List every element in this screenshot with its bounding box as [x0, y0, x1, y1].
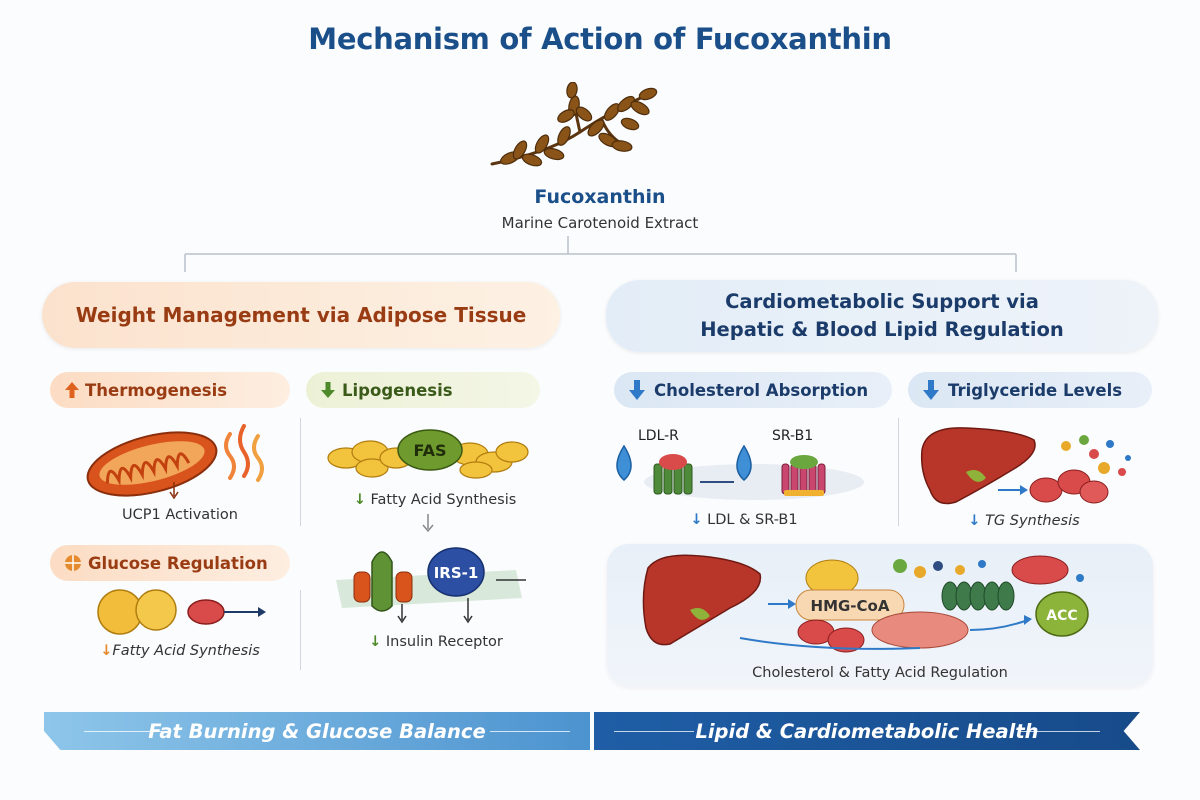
arrow-down-icon: [923, 380, 939, 400]
ldl-r-label: LDL-R: [638, 428, 679, 444]
glucose-caption: ↓Fatty Acid Synthesis: [100, 643, 260, 659]
glucose-icon: [65, 555, 81, 571]
flow-arrow-icon: [422, 514, 434, 533]
banner-rule: [84, 731, 164, 732]
banner-rule: [614, 731, 694, 732]
regulation-caption: Cholesterol & Fatty Acid Regulation: [752, 665, 1008, 681]
hmg-coa-label: HMG-CoA: [811, 597, 890, 615]
insulin-receptor-icon: IRS-1: [336, 547, 526, 624]
lipogenesis-pill: Lipogenesis: [306, 372, 540, 408]
cholesterol-absorption-pill: Cholesterol Absorption: [614, 372, 892, 408]
liver-tg-icon: [920, 427, 1131, 505]
seaweed-icon: [490, 82, 658, 167]
cardiometabolic-header-line2: Hepatic & Blood Lipid Regulation: [700, 318, 1064, 341]
tg-caption: ↓ TG Synthesis: [968, 513, 1080, 529]
lipid-health-banner: Lipid & Cardiometabolic Health: [594, 712, 1140, 750]
weight-management-header: Weight Management via Adipose Tissue: [42, 282, 560, 348]
connector-lines: [184, 236, 1017, 272]
arrow-up-icon: [65, 382, 79, 398]
adipocyte-icon: [97, 589, 266, 635]
cardiometabolic-header-line1: Cardiometabolic Support via: [725, 289, 1039, 313]
insulin-receptor-caption: ↓ Insulin Receptor: [369, 634, 503, 650]
source-subtitle: Marine Carotenoid Extract: [501, 214, 699, 232]
mitochondria-icon: [86, 424, 264, 500]
triglyceride-levels-pill: Triglyceride Levels: [908, 372, 1152, 408]
page-title: Mechanism of Action of Fucoxanthin: [308, 22, 892, 56]
divider: [898, 418, 899, 526]
irs1-label: IRS-1: [434, 564, 479, 582]
source-name: Fucoxanthin: [534, 186, 666, 208]
fat-burning-banner: Fat Burning & Glucose Balance: [44, 712, 590, 750]
acc-label: ACC: [1046, 608, 1077, 624]
lipid-regulation-icon: HMG-CoA ACC: [642, 554, 1089, 653]
banner-rule: [490, 731, 570, 732]
fas-enzyme-icon: FAS: [327, 429, 529, 479]
fas-label: FAS: [414, 441, 447, 460]
ucp1-caption: UCP1 Activation: [122, 507, 238, 523]
arrow-down-icon: [321, 382, 335, 398]
divider: [300, 590, 301, 670]
cardiometabolic-header: Cardiometabolic Support via Hepatic & Bl…: [606, 280, 1158, 352]
lipogenesis-caption: ↓ Fatty Acid Synthesis: [353, 492, 517, 508]
thermogenesis-pill: Thermogenesis: [50, 372, 290, 408]
banner-rule: [1020, 731, 1100, 732]
divider: [300, 418, 301, 526]
cholesterol-receptors-icon: LDL-R SR-B1: [616, 428, 864, 500]
glucose-regulation-pill: Glucose Regulation: [50, 545, 290, 581]
cholesterol-caption: ↓ LDL & SR-B1: [690, 512, 798, 528]
sr-b1-label: SR-B1: [772, 428, 813, 444]
arrow-down-icon: [629, 380, 645, 400]
